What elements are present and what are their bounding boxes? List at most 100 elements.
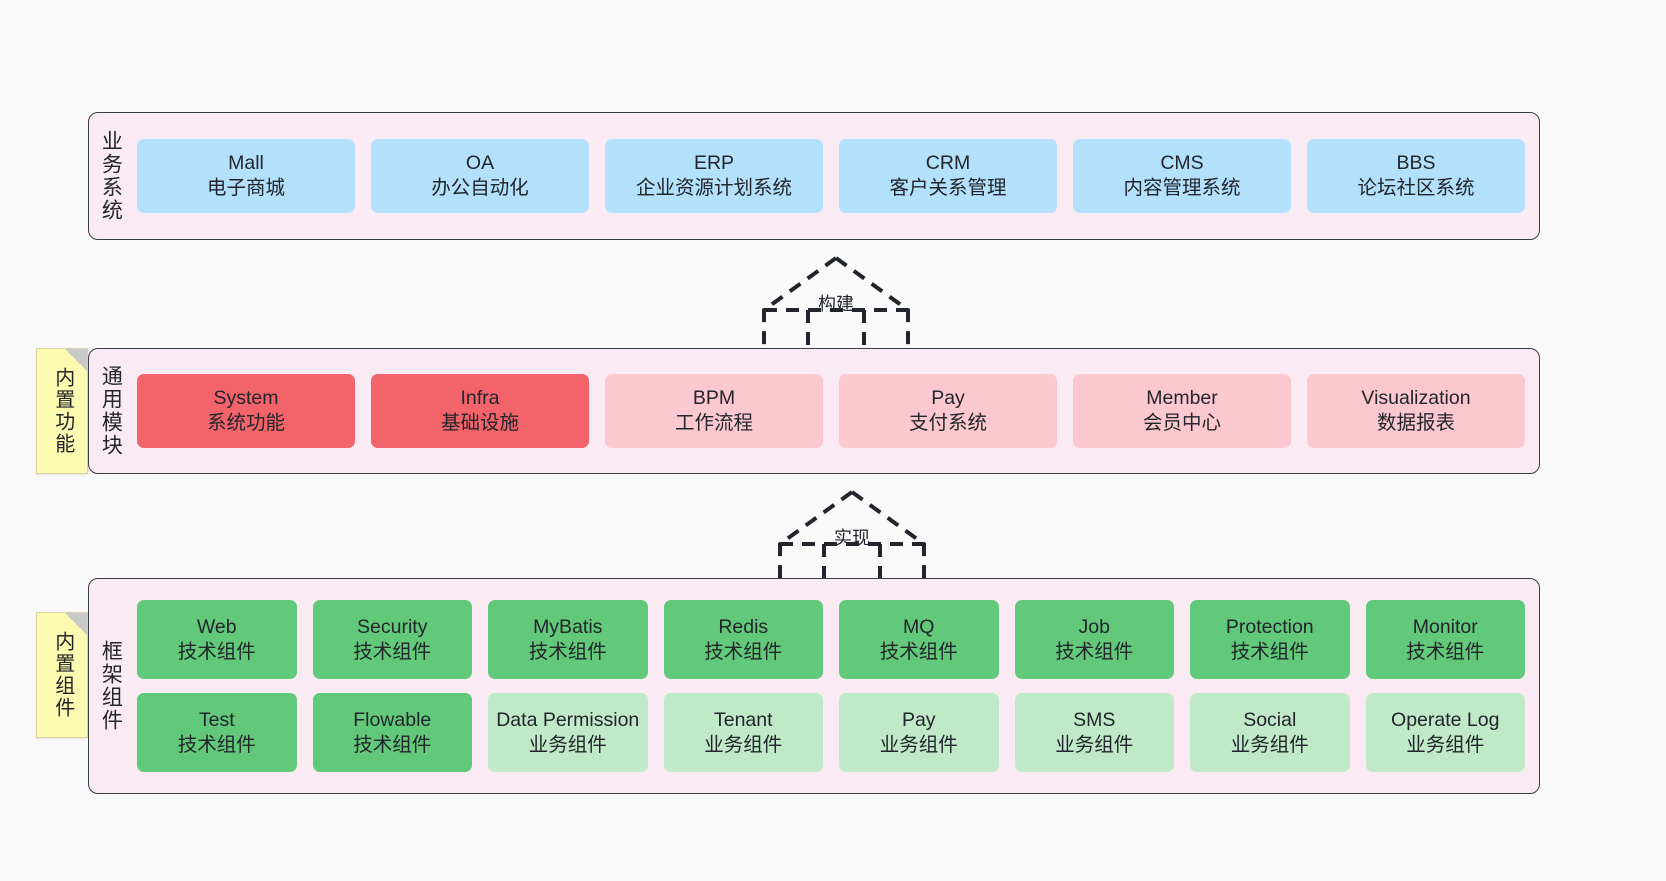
- node-mybatis[interactable]: MyBatis 技术组件: [488, 600, 648, 679]
- node-web[interactable]: Web 技术组件: [137, 600, 297, 679]
- node-system[interactable]: System 系统功能: [137, 374, 355, 448]
- node-name: Member: [1146, 387, 1218, 410]
- sticky-note-builtin-components[interactable]: 内置组件: [36, 612, 88, 738]
- node-name: BPM: [692, 387, 736, 410]
- node-name: Flowable: [353, 708, 432, 731]
- node-subtitle: 技术组件: [879, 640, 958, 663]
- node-subtitle: 支付系统: [908, 412, 987, 434]
- layer-common-modules[interactable]: 通用模块 System 系统功能 Infra 基础设施 BPM 工作流程 Pay…: [88, 348, 1540, 474]
- node-subtitle: 内容管理系统: [1123, 177, 1241, 199]
- node-subtitle: 技术组件: [1406, 640, 1485, 663]
- layer-body-business-systems: Mall 电子商城 OA 办公自动化 ERP 企业资源计划系统 CRM 客户关系…: [131, 113, 1539, 239]
- node-subtitle: 论坛社区系统: [1357, 177, 1475, 199]
- connector-build: 构建: [746, 252, 926, 352]
- node-visualization[interactable]: Visualization 数据报表: [1307, 374, 1525, 448]
- node-subtitle: 技术组件: [177, 733, 256, 756]
- node-subtitle: 业务组件: [1055, 733, 1134, 756]
- sticky-note-label: 内置功能: [51, 367, 74, 455]
- node-name: BBS: [1396, 152, 1436, 175]
- node-redis[interactable]: Redis 技术组件: [663, 600, 823, 679]
- node-cms[interactable]: CMS 内容管理系统: [1073, 139, 1291, 213]
- node-social[interactable]: Social 业务组件: [1190, 693, 1350, 772]
- node-protection[interactable]: Protection 技术组件: [1190, 600, 1350, 679]
- node-subtitle: 会员中心: [1142, 412, 1221, 434]
- connector-build-label: 构建: [818, 294, 854, 314]
- node-name: Security: [357, 615, 428, 638]
- node-subtitle: 数据报表: [1376, 412, 1455, 434]
- sticky-note-builtin-features[interactable]: 内置功能: [36, 348, 88, 474]
- node-name: Job: [1078, 615, 1110, 638]
- node-oa[interactable]: OA 办公自动化: [371, 139, 589, 213]
- connector-implement: 实现: [762, 486, 942, 586]
- node-job[interactable]: Job 技术组件: [1014, 600, 1174, 679]
- node-subtitle: 业务组件: [704, 733, 783, 756]
- layer-title-business-systems: 业务系统: [99, 130, 123, 222]
- node-name: Operate Log: [1391, 708, 1500, 731]
- node-name: Pay: [901, 708, 936, 731]
- connector-implement-label: 实现: [834, 528, 870, 548]
- node-name: MyBatis: [533, 615, 603, 638]
- node-name: Data Permission: [496, 708, 640, 731]
- node-erp[interactable]: ERP 企业资源计划系统: [605, 139, 823, 213]
- node-bpm[interactable]: BPM 工作流程: [605, 374, 823, 448]
- layer-title-framework-components: 框架组件: [99, 640, 123, 732]
- node-subtitle: 技术组件: [528, 640, 607, 663]
- node-test[interactable]: Test 技术组件: [137, 693, 297, 772]
- node-name: MQ: [903, 615, 935, 638]
- node-name: Pay: [931, 387, 965, 410]
- node-name: ERP: [693, 152, 735, 175]
- node-subtitle: 技术组件: [704, 640, 783, 663]
- node-pay-component[interactable]: Pay 业务组件: [839, 693, 999, 772]
- node-security[interactable]: Security 技术组件: [312, 600, 472, 679]
- node-name: SMS: [1073, 708, 1116, 731]
- node-name: CRM: [925, 152, 971, 175]
- node-tenant[interactable]: Tenant 业务组件: [663, 693, 823, 772]
- node-subtitle: 电子商城: [206, 177, 285, 199]
- node-subtitle: 业务组件: [1406, 733, 1485, 756]
- node-name: System: [213, 387, 279, 410]
- node-row: Web 技术组件 Security 技术组件 MyBatis 技术组件 Redi…: [137, 600, 1525, 679]
- layer-body-framework-components: Web 技术组件 Security 技术组件 MyBatis 技术组件 Redi…: [131, 579, 1539, 793]
- node-crm[interactable]: CRM 客户关系管理: [839, 139, 1057, 213]
- node-bbs[interactable]: BBS 论坛社区系统: [1307, 139, 1525, 213]
- node-name: Mall: [228, 152, 264, 175]
- node-mq[interactable]: MQ 技术组件: [839, 600, 999, 679]
- node-subtitle: 基础设施: [440, 412, 519, 434]
- node-subtitle: 技术组件: [1055, 640, 1134, 663]
- node-name: Redis: [718, 615, 769, 638]
- node-member[interactable]: Member 会员中心: [1073, 374, 1291, 448]
- node-subtitle: 客户关系管理: [889, 177, 1007, 199]
- node-name: Visualization: [1361, 387, 1471, 410]
- node-subtitle: 业务组件: [879, 733, 958, 756]
- sticky-note-label: 内置组件: [51, 631, 74, 719]
- node-name: CMS: [1160, 152, 1204, 175]
- node-subtitle: 工作流程: [674, 412, 753, 434]
- node-subtitle: 技术组件: [177, 640, 256, 663]
- node-name: Web: [196, 615, 237, 638]
- node-row: Mall 电子商城 OA 办公自动化 ERP 企业资源计划系统 CRM 客户关系…: [137, 139, 1525, 213]
- node-subtitle: 系统功能: [206, 412, 285, 434]
- node-pay-module[interactable]: Pay 支付系统: [839, 374, 1057, 448]
- node-name: Infra: [460, 387, 500, 410]
- layer-body-common-modules: System 系统功能 Infra 基础设施 BPM 工作流程 Pay 支付系统…: [131, 349, 1539, 473]
- node-subtitle: 业务组件: [1230, 733, 1309, 756]
- node-infra[interactable]: Infra 基础设施: [371, 374, 589, 448]
- node-name: OA: [465, 152, 495, 175]
- node-flowable[interactable]: Flowable 技术组件: [312, 693, 472, 772]
- layer-framework-components[interactable]: 框架组件 Web 技术组件 Security 技术组件 MyBatis 技术组件…: [88, 578, 1540, 794]
- node-subtitle: 技术组件: [1230, 640, 1309, 663]
- node-sms[interactable]: SMS 业务组件: [1014, 693, 1174, 772]
- node-data-permission[interactable]: Data Permission 业务组件: [488, 693, 648, 772]
- node-name: Social: [1243, 708, 1297, 731]
- node-subtitle: 技术组件: [353, 640, 432, 663]
- node-name: Monitor: [1412, 615, 1478, 638]
- node-operate-log[interactable]: Operate Log 业务组件: [1365, 693, 1525, 772]
- layer-business-systems[interactable]: 业务系统 Mall 电子商城 OA 办公自动化 ERP 企业资源计划系统 CRM…: [88, 112, 1540, 240]
- node-monitor[interactable]: Monitor 技术组件: [1365, 600, 1525, 679]
- node-mall[interactable]: Mall 电子商城: [137, 139, 355, 213]
- node-subtitle: 企业资源计划系统: [635, 177, 792, 199]
- layer-title-common-modules: 通用模块: [99, 365, 123, 457]
- node-name: Tenant: [713, 708, 773, 731]
- node-subtitle: 技术组件: [353, 733, 432, 756]
